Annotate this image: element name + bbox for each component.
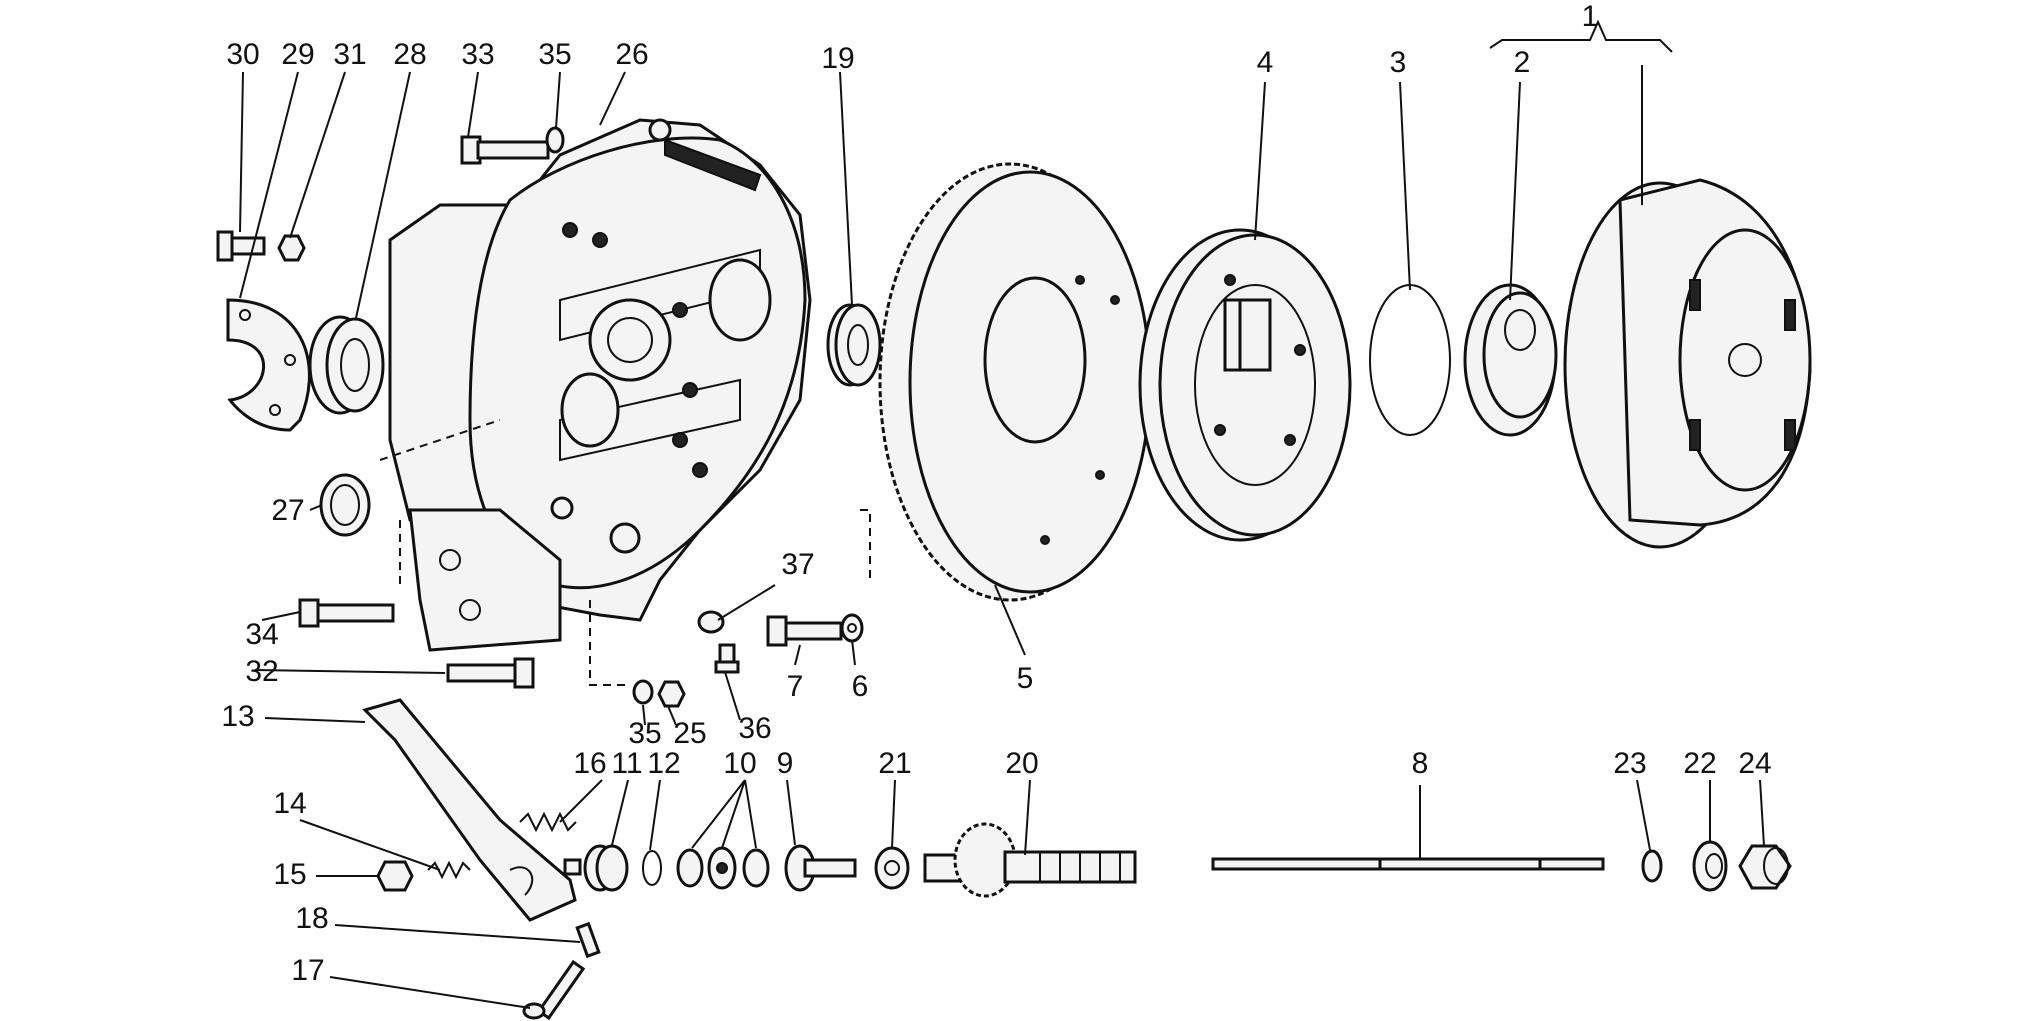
circlip-12	[642, 850, 662, 886]
callout-3: 3	[1390, 46, 1407, 79]
callout-6: 6	[852, 670, 869, 703]
callout-1: 1	[1582, 0, 1599, 33]
oil-seal-19	[826, 303, 882, 387]
callout-28: 28	[393, 38, 426, 71]
nut-31	[277, 234, 306, 262]
bolt-7	[766, 615, 843, 647]
callout-17: 17	[291, 954, 324, 987]
clutch-disc-4	[1138, 228, 1352, 542]
gear-shaft-20	[923, 822, 1137, 898]
lever-13	[362, 698, 577, 922]
thrust-plate-2	[1463, 283, 1558, 437]
callout-8: 8	[1412, 747, 1429, 780]
bushing-11	[563, 844, 629, 892]
callout-9: 9	[777, 747, 794, 780]
bearing-28	[308, 315, 385, 415]
alignment-line	[379, 419, 501, 461]
bolt-33	[460, 135, 550, 165]
callout-4: 4	[1257, 46, 1274, 79]
washer-23	[1641, 849, 1663, 883]
callout-27: 27	[271, 494, 304, 527]
callout-22: 22	[1683, 747, 1716, 780]
callout-labels: 1 2 3 4 5 6 7 8 9 10 11 12 13 14 15 16 1…	[221, 0, 1771, 987]
callout-35-top: 35	[538, 38, 571, 71]
callout-34: 34	[245, 618, 278, 651]
callout-23: 23	[1613, 747, 1646, 780]
clutch-housing	[388, 118, 812, 652]
callout-25: 25	[673, 717, 706, 750]
callout-33: 33	[461, 38, 494, 71]
callout-14: 14	[273, 787, 306, 820]
callout-10: 10	[723, 747, 756, 780]
callout-20: 20	[1005, 747, 1038, 780]
callout-29: 29	[281, 38, 314, 71]
washer-37	[697, 610, 725, 634]
callout-37: 37	[781, 548, 814, 581]
callout-16: 16	[573, 747, 606, 780]
bolt-32	[446, 657, 535, 689]
ring-3	[1369, 284, 1451, 436]
washer-22	[1692, 840, 1728, 892]
bearing-21	[874, 846, 910, 890]
nut-24	[1738, 844, 1792, 890]
callout-7: 7	[787, 670, 804, 703]
spring-16	[519, 811, 577, 833]
callout-5: 5	[1017, 662, 1034, 695]
plug-27	[319, 473, 371, 537]
callout-13: 13	[221, 700, 254, 733]
callout-32: 32	[245, 655, 278, 688]
flywheel-5	[878, 162, 1152, 602]
callout-18: 18	[295, 902, 328, 935]
bolt-36	[714, 643, 740, 674]
callout-26: 26	[615, 38, 648, 71]
callout-15: 15	[273, 858, 306, 891]
callout-2: 2	[1514, 46, 1531, 79]
alignment-line	[860, 509, 871, 580]
leader-lines	[239, 19, 1765, 1009]
nut-25	[657, 680, 686, 708]
pin-18	[575, 921, 601, 959]
washer-35-top	[545, 126, 565, 154]
washer-6	[840, 613, 864, 643]
callout-19: 19	[821, 42, 854, 75]
bolt-30	[216, 230, 266, 262]
callout-36: 36	[738, 712, 771, 745]
nut-15	[376, 860, 414, 892]
washers-10	[676, 846, 770, 890]
clutch-cover-1	[1563, 178, 1812, 549]
alignment-line	[589, 600, 630, 686]
callout-21: 21	[878, 747, 911, 780]
callout-12: 12	[647, 747, 680, 780]
callout-31: 31	[333, 38, 366, 71]
callout-35-bottom: 35	[628, 717, 661, 750]
pushrod-9	[784, 844, 857, 892]
plate-29	[226, 298, 311, 432]
pin-17	[522, 959, 586, 1021]
callout-24: 24	[1738, 747, 1771, 780]
washer-35-bottom	[632, 679, 654, 705]
callout-11: 11	[611, 747, 642, 780]
callout-30: 30	[226, 38, 259, 71]
spring-14	[427, 860, 471, 880]
pushrod-8	[1211, 857, 1605, 871]
bolt-34	[298, 598, 395, 628]
